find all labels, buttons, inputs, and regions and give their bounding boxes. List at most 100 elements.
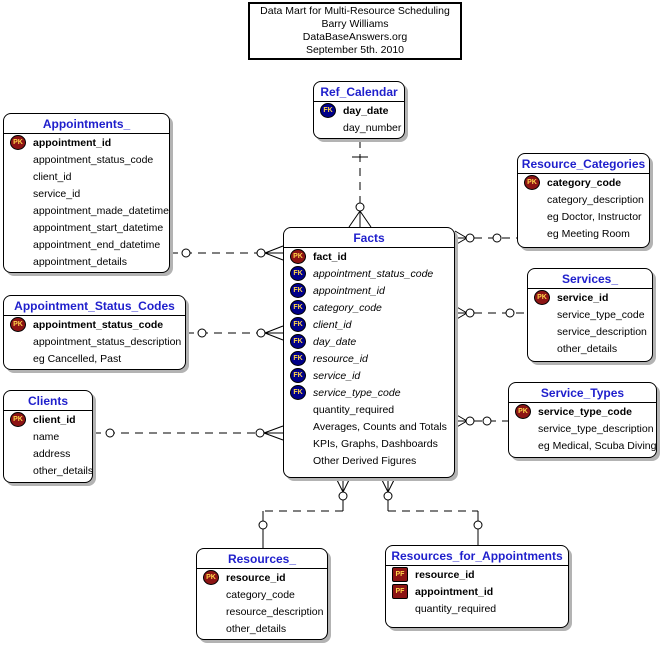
caption-line: Data Mart for Multi-Resource Scheduling xyxy=(260,5,450,17)
field-name: resource_description xyxy=(226,605,324,618)
field-name: client_id xyxy=(33,170,72,183)
field-name: address xyxy=(33,447,71,460)
connector-status-codes-facts xyxy=(186,325,284,341)
field-name: quantity_required xyxy=(415,602,497,615)
field-name: client_id xyxy=(33,413,76,426)
field-row: eg Meeting Room xyxy=(518,225,649,242)
field-row: service_type_description xyxy=(509,420,656,437)
field-name: eg Meeting Room xyxy=(547,227,630,240)
field-name: category_description xyxy=(547,193,644,206)
field-row: service_type_code xyxy=(528,306,652,323)
field-row: appointment_start_datetime xyxy=(4,219,169,236)
field-name: appointment_end_datetime xyxy=(33,238,161,251)
field-name: resource_id xyxy=(415,568,475,581)
field-row: name xyxy=(4,428,92,445)
field-row: Other Derived Figures xyxy=(284,452,454,469)
diagram-caption: Data Mart for Multi-Resource Scheduling … xyxy=(248,2,462,60)
field-row: address xyxy=(4,445,92,462)
field-row: service_description xyxy=(528,323,652,340)
field-row: eg Medical, Scuba Diving xyxy=(509,437,656,454)
field-row: other_details xyxy=(528,340,652,357)
pk-key-icon: PK xyxy=(290,249,306,264)
field-name: day_date xyxy=(313,335,357,348)
field-name: service_type_code xyxy=(313,386,401,399)
field-row: PK client_id xyxy=(4,411,92,428)
field-row: category_code xyxy=(197,586,327,603)
field-name: fact_id xyxy=(313,250,347,263)
connector-resource-categories-facts xyxy=(454,230,517,246)
field-row: appointment_end_datetime xyxy=(4,236,169,253)
fk-key-icon: FK xyxy=(290,266,306,281)
field-name: service_type_code xyxy=(557,308,645,321)
connector-appointments-facts xyxy=(170,245,284,261)
field-name: day_date xyxy=(343,104,389,117)
field-name: client_id xyxy=(313,318,352,331)
field-name: service_type_description xyxy=(538,422,654,435)
field-name: eg Cancelled, Past xyxy=(33,352,122,365)
field-name: service_description xyxy=(557,325,647,338)
field-row: appointment_status_description xyxy=(4,333,185,350)
field-name: service_id xyxy=(313,369,361,382)
field-row: day_number xyxy=(314,119,404,136)
entity-title: Clients xyxy=(4,391,92,411)
pk-key-icon: PK xyxy=(10,412,26,427)
field-row: eg Doctor, Instructor xyxy=(518,208,649,225)
field-name: appointment_status_code xyxy=(33,153,154,166)
field-name: name xyxy=(33,430,60,443)
field-row: resource_description xyxy=(197,603,327,620)
entity-title: Service_Types xyxy=(509,383,656,403)
field-row: appointment_status_code xyxy=(4,151,169,168)
field-name: Other Derived Figures xyxy=(313,454,417,467)
field-name: appointment_id xyxy=(313,284,385,297)
field-row: Averages, Counts and Totals xyxy=(284,418,454,435)
field-name: eg Doctor, Instructor xyxy=(547,210,642,223)
entity-title: Services_ xyxy=(528,269,652,289)
pk-key-icon: PK xyxy=(203,570,219,585)
field-row: other_details xyxy=(4,462,94,479)
field-name: resource_id xyxy=(226,571,286,584)
field-row: PK fact_id xyxy=(284,248,454,265)
fk-key-icon: FK xyxy=(290,317,306,332)
field-name: service_id xyxy=(33,187,81,200)
field-row: client_id xyxy=(4,168,169,185)
field-name: appointment_status_description xyxy=(33,335,182,348)
field-name: other_details xyxy=(33,464,94,477)
field-row: other_details xyxy=(197,620,327,637)
field-name: service_id xyxy=(557,291,609,304)
field-row: service_id xyxy=(4,185,169,202)
field-name: appointment_made_datetime xyxy=(33,204,170,217)
fk-key-icon: FK xyxy=(290,334,306,349)
connector-ref-calendar-facts xyxy=(348,140,372,228)
caption-line: September 5th. 2010 xyxy=(305,44,405,56)
fk-key-icon: FK xyxy=(290,351,306,366)
field-row: FK day_date xyxy=(284,333,454,350)
entity-title: Ref_Calendar xyxy=(314,82,404,102)
field-row: KPIs, Graphs, Dashboards xyxy=(284,435,454,452)
connector-resources-facts xyxy=(258,477,351,548)
pk-key-icon: PK xyxy=(10,317,26,332)
connector-resources-for-appointments-facts xyxy=(380,477,483,545)
entity-title: Appointments_ xyxy=(4,114,169,134)
field-row: FK client_id xyxy=(284,316,454,333)
